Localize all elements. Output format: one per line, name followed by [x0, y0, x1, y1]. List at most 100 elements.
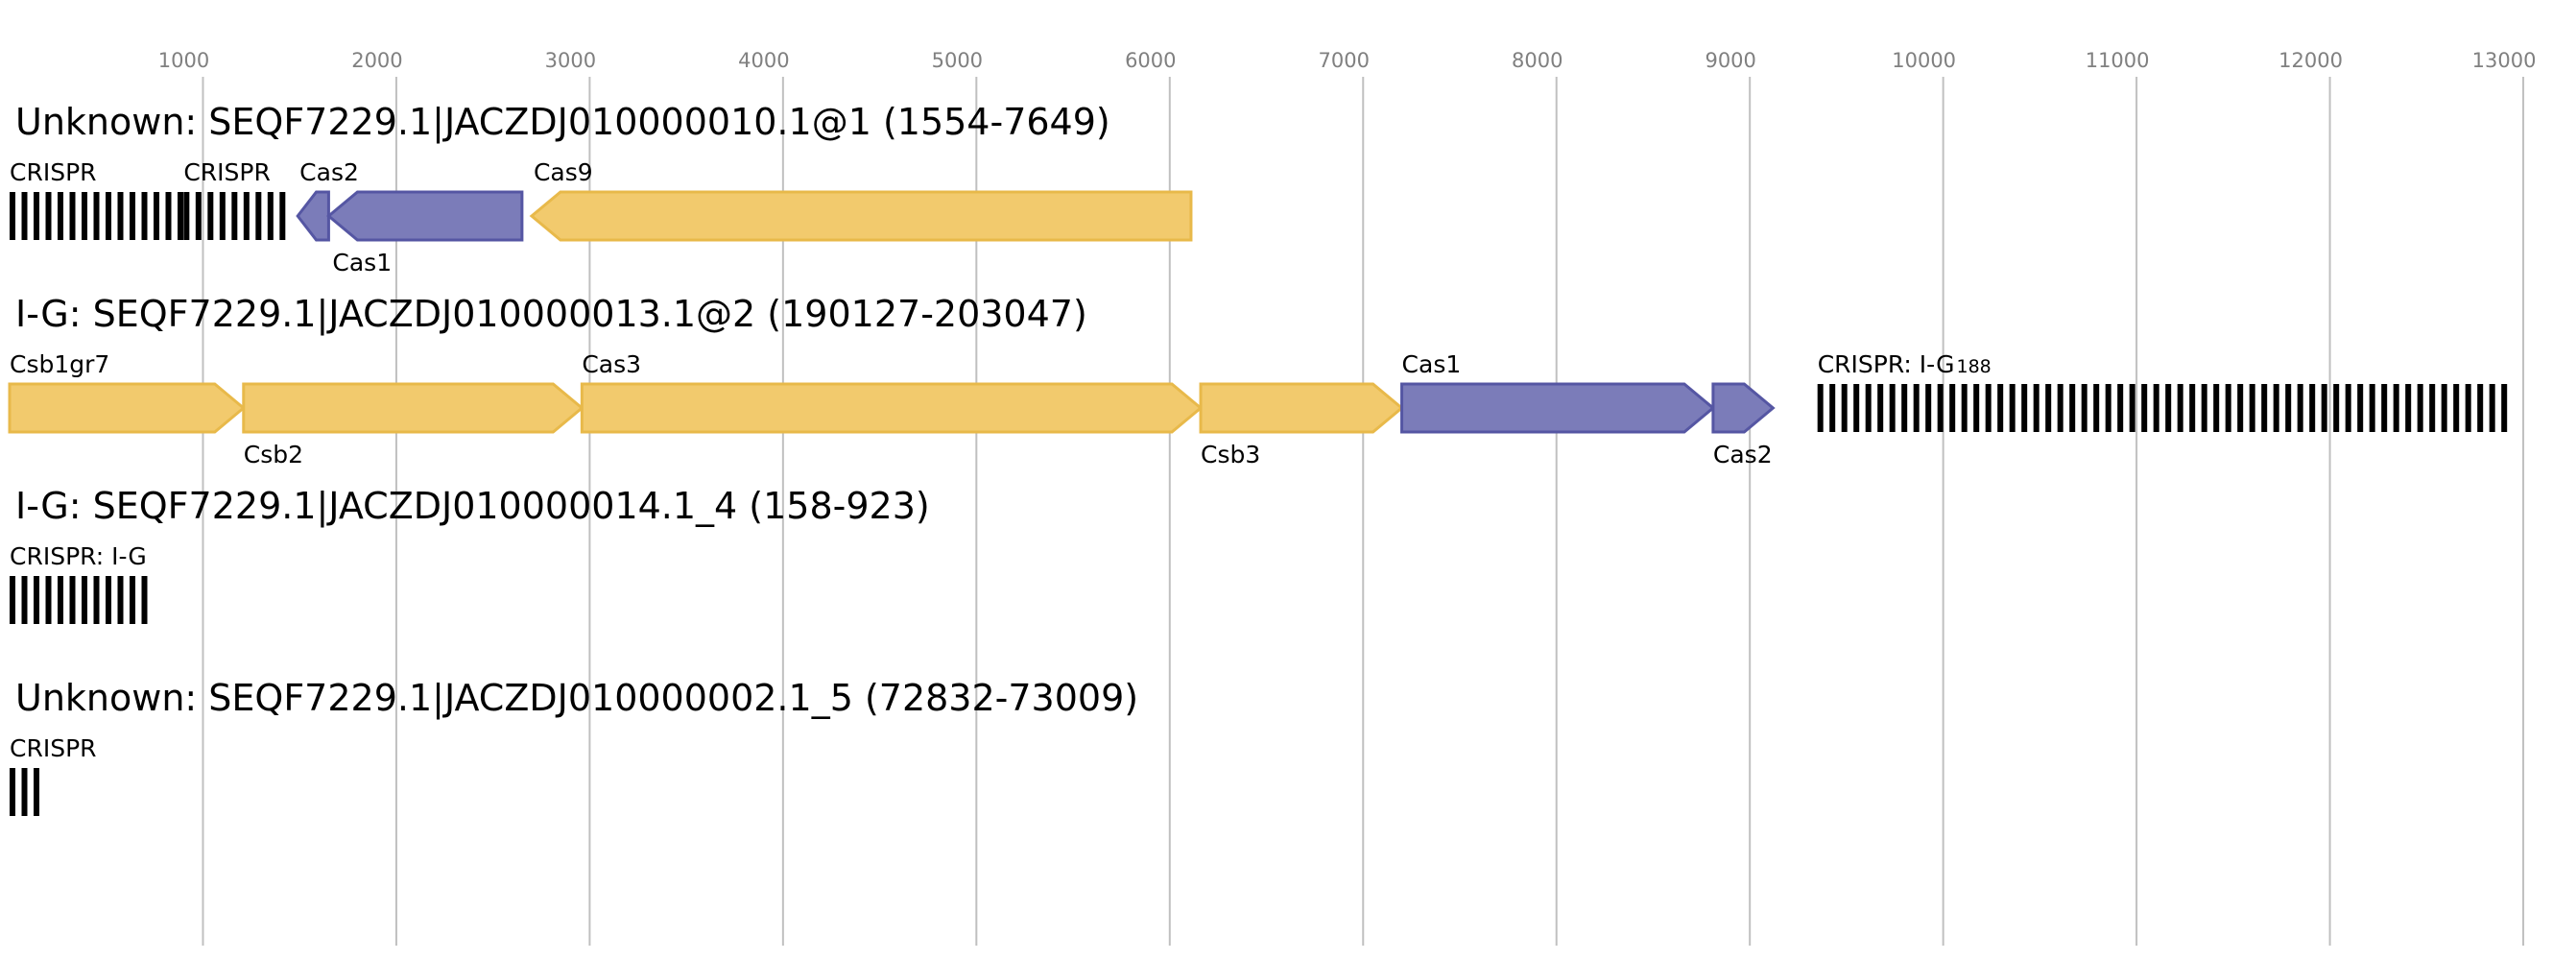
gene-arrow-shape: [242, 382, 584, 434]
crispr-repeat: [45, 576, 52, 624]
crispr-repeat: [21, 768, 28, 816]
crispr-repeat: [2189, 384, 2196, 432]
crispr-repeat: [2009, 384, 2015, 432]
gene-arrow-shape: [580, 382, 1204, 434]
feature-label: Cas9: [534, 158, 593, 186]
crispr-repeat: [279, 192, 286, 240]
crispr-repeat: [10, 576, 15, 624]
crispr-repeat: [82, 192, 87, 240]
crispr-repeat: [1853, 384, 1860, 432]
crispr-repeat: [2453, 384, 2460, 432]
crispr-repeat: [2333, 384, 2340, 432]
crispr-repeat: [2489, 384, 2495, 432]
crispr-repeat: [93, 192, 100, 240]
tick-label: 8000: [1512, 49, 1562, 72]
crispr-repeat: [1925, 384, 1932, 432]
crispr-repeat: [130, 576, 135, 624]
crispr-repeat: [2501, 384, 2508, 432]
tick-label: 4000: [738, 49, 789, 72]
crispr-repeat: [69, 192, 76, 240]
tracks: Unknown: SEQF7229.1|JACZDJ010000010.1@1 …: [8, 101, 2508, 816]
crispr-repeat: [2045, 384, 2052, 432]
crispr-repeat: [2429, 384, 2436, 432]
crispr-repeat: [1985, 384, 1992, 432]
crispr-repeat: [2069, 384, 2076, 432]
gene-arrow: Csb3: [1199, 382, 1404, 468]
crispr-repeat: [219, 192, 226, 240]
gene-arrow-shape: [1711, 382, 1776, 434]
tick-label: 3000: [545, 49, 596, 72]
track-title: Unknown: SEQF7229.1|JACZDJ010000002.1_5 …: [15, 677, 1138, 720]
crispr-repeat: [2261, 384, 2268, 432]
crispr-repeat: [58, 576, 63, 624]
crispr-repeat: [21, 576, 28, 624]
crispr-repeat: [106, 192, 111, 240]
gene-arrow-shape: [1199, 382, 1404, 434]
crispr-repeat: [45, 192, 52, 240]
feature-label-text: Cas9: [534, 158, 593, 186]
crispr-repeat: [141, 192, 148, 240]
crispr-repeat: [106, 576, 111, 624]
crispr-repeat: [2417, 384, 2423, 432]
feature-label-text: CRISPR: [10, 158, 97, 186]
crispr-repeat: [2021, 384, 2028, 432]
gene-arrow-shape: [529, 190, 1193, 242]
tick-label: 6000: [1125, 49, 1176, 72]
feature-label-text: Cas1: [332, 249, 392, 276]
crispr-repeat: [2225, 384, 2231, 432]
crispr-repeat: [195, 192, 202, 240]
track-title: Unknown: SEQF7229.1|JACZDJ010000010.1@1 …: [15, 101, 1110, 144]
crispr-repeat: [1997, 384, 2004, 432]
crispr-repeat: [58, 192, 63, 240]
track-title: I-G: SEQF7229.1|JACZDJ010000014.1_4 (158…: [15, 485, 930, 528]
crispr-repeat: [1937, 384, 1944, 432]
gene-arrow-shape: [8, 382, 247, 434]
crispr-repeat: [2057, 384, 2063, 432]
feature-label: CRISPR: [10, 734, 97, 762]
crispr-repeat: [1877, 384, 1884, 432]
crispr-repeat: [21, 192, 28, 240]
crispr-repeat: [1841, 384, 1848, 432]
crispr-repeat: [34, 192, 39, 240]
crispr-repeat: [2141, 384, 2148, 432]
crispr-array: CRISPR: [183, 158, 286, 240]
crispr-repeat: [93, 576, 100, 624]
crispr-repeat: [178, 192, 183, 240]
gene-arrow: Cas2: [296, 158, 359, 242]
gene-arrow-shape: [1400, 382, 1716, 434]
crispr-repeat: [2117, 384, 2124, 432]
tick-label: 10000: [1892, 49, 1956, 72]
feature-label-text: CRISPR: [183, 158, 271, 186]
feature-label: Csb2: [244, 441, 303, 468]
crispr-repeat: [2285, 384, 2292, 432]
crispr-repeat: [2105, 384, 2111, 432]
gene-arrow-shape: [326, 190, 524, 242]
feature-label-count: 188: [1957, 356, 1992, 377]
feature-label: Csb1gr7: [10, 350, 109, 378]
feature-label: Cas3: [582, 350, 641, 378]
feature-label-text: Cas3: [582, 350, 641, 378]
gene-arrow: Cas9: [529, 158, 1193, 242]
feature-label-text: Cas1: [1402, 350, 1462, 378]
tick-label: 12000: [2278, 49, 2343, 72]
crispr-repeat: [2033, 384, 2039, 432]
crispr-repeat: [2237, 384, 2244, 432]
crispr-repeat: [1973, 384, 1980, 432]
feature-label: CRISPR: I-G: [10, 542, 147, 570]
crispr-repeat: [2177, 384, 2183, 432]
crispr-repeat: [2405, 384, 2412, 432]
crispr-repeat: [10, 768, 15, 816]
tick-label: 2000: [351, 49, 402, 72]
crispr-repeat: [1829, 384, 1836, 432]
crispr-repeat: [2129, 384, 2135, 432]
track-title: I-G: SEQF7229.1|JACZDJ010000013.1@2 (190…: [15, 293, 1087, 336]
crispr-repeat: [2477, 384, 2484, 432]
crispr-repeat: [10, 192, 15, 240]
crispr-repeat: [183, 192, 190, 240]
feature-label: Csb3: [1201, 441, 1260, 468]
crispr-repeat: [117, 192, 124, 240]
gene-arrow: Csb1gr7: [8, 350, 247, 434]
